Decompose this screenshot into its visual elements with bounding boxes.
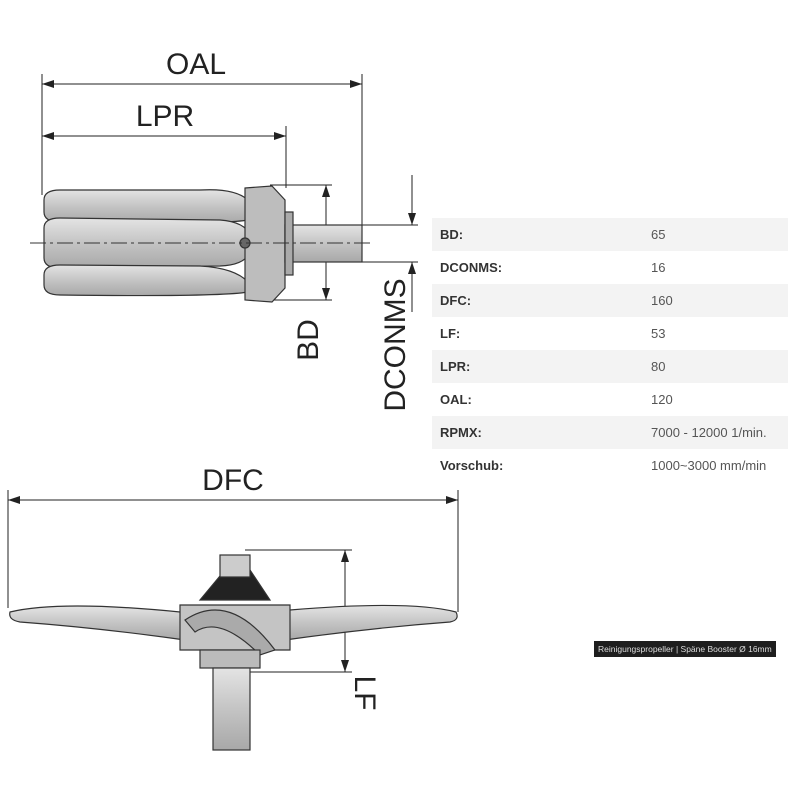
spec-value: 7000 - 12000 1/min. bbox=[651, 425, 767, 440]
tool-front-view bbox=[9, 554, 458, 751]
spec-row: RPMX: 7000 - 12000 1/min. bbox=[432, 416, 788, 449]
bd-label: BD bbox=[292, 319, 325, 361]
dfc-label: DFC bbox=[202, 464, 264, 497]
spec-table: BD: 65 DCONMS: 16 DFC: 160 LF: 53 LPR: 80 OAL… bbox=[432, 218, 788, 482]
spec-key: OAL: bbox=[440, 392, 472, 407]
spec-value: 160 bbox=[651, 293, 673, 308]
spec-value: 65 bbox=[651, 227, 666, 242]
tool-side-view bbox=[30, 185, 372, 303]
spec-row: OAL: 120 bbox=[432, 383, 788, 416]
spec-key: LPR: bbox=[440, 359, 471, 374]
oal-label: OAL bbox=[166, 48, 226, 81]
spec-row: LPR: 80 bbox=[432, 350, 788, 383]
spec-key: LF: bbox=[440, 326, 461, 341]
spec-key: DCONMS: bbox=[440, 260, 503, 275]
dconms-label: DCONMS bbox=[379, 278, 412, 411]
spec-value: 80 bbox=[651, 359, 666, 374]
spec-key: BD: bbox=[440, 227, 464, 242]
spec-value: 120 bbox=[651, 392, 673, 407]
spec-value: 16 bbox=[651, 260, 666, 275]
spec-row: BD: 65 bbox=[432, 218, 788, 251]
lf-label: LF bbox=[348, 675, 381, 710]
spec-row: DFC: 160 bbox=[432, 284, 788, 317]
image-caption-tooltip: Reinigungspropeller | Späne Booster Ø 16… bbox=[594, 641, 776, 657]
spec-value: 53 bbox=[651, 326, 666, 341]
spec-row: DCONMS: 16 bbox=[432, 251, 788, 284]
spec-key: Vorschub: bbox=[440, 458, 504, 473]
spec-value: 1000~3000 mm/min bbox=[651, 458, 767, 473]
spec-key: RPMX: bbox=[440, 425, 482, 440]
spec-row: LF: 53 bbox=[432, 317, 788, 350]
spec-row: Vorschub: 1000~3000 mm/min bbox=[432, 449, 788, 482]
spec-key: DFC: bbox=[440, 293, 472, 308]
lpr-label: LPR bbox=[136, 100, 194, 133]
